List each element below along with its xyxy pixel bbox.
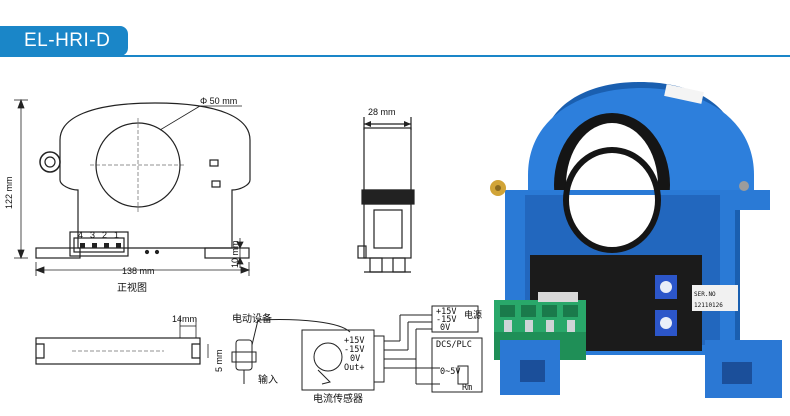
product-title: EL-HRI-D (0, 26, 128, 56)
terminal-label: Out+ (344, 363, 364, 373)
front-view (35, 102, 251, 259)
slot-label: 14mm (172, 314, 197, 324)
supply-terminal: 0V (440, 323, 450, 333)
pin-label: 2 (102, 230, 107, 240)
terminal-label: +15V (344, 336, 364, 346)
thickness-label: 5 mm (214, 350, 224, 373)
diameter-label: Φ 50 mm (200, 96, 237, 106)
side-view-arrows (364, 121, 411, 127)
side-view (357, 117, 415, 273)
terminal-label: -15V (344, 345, 364, 355)
terminal-label: 0V (350, 354, 360, 364)
title-underline (0, 55, 790, 57)
serial-number: 12110126 (694, 302, 723, 309)
front-pins (80, 243, 121, 248)
product-image (490, 82, 782, 398)
bottom-view (35, 318, 209, 365)
dcs-label: DCS/PLC (436, 340, 472, 350)
pin-label: 4 (78, 230, 83, 240)
input-label: 输入 (258, 373, 278, 386)
base-dimension (230, 238, 246, 268)
supply-terminal: +15V (436, 307, 456, 317)
height-dimension (14, 98, 28, 260)
pin-label: 1 (114, 230, 119, 240)
side-width-label: 28 mm (368, 107, 396, 117)
sensor-label: 电流传感器 (313, 392, 363, 405)
serial-heading: SER.NO (694, 291, 716, 298)
device-label: 电动设备 (232, 312, 272, 325)
supply-terminal: -15V (436, 315, 456, 325)
height-label: 122 mm (4, 176, 14, 209)
range-label: 0~5V (440, 367, 460, 377)
base-label: 10 mm (230, 240, 240, 268)
width-label: 138 mm (122, 266, 155, 276)
supply-label: 电源 (464, 309, 482, 321)
width-dimension (34, 262, 251, 276)
pin-label: 3 (90, 230, 95, 240)
load-label: Rm (462, 383, 472, 393)
front-view-caption: 正视图 (117, 281, 147, 294)
wiring-diagram (231, 305, 483, 393)
